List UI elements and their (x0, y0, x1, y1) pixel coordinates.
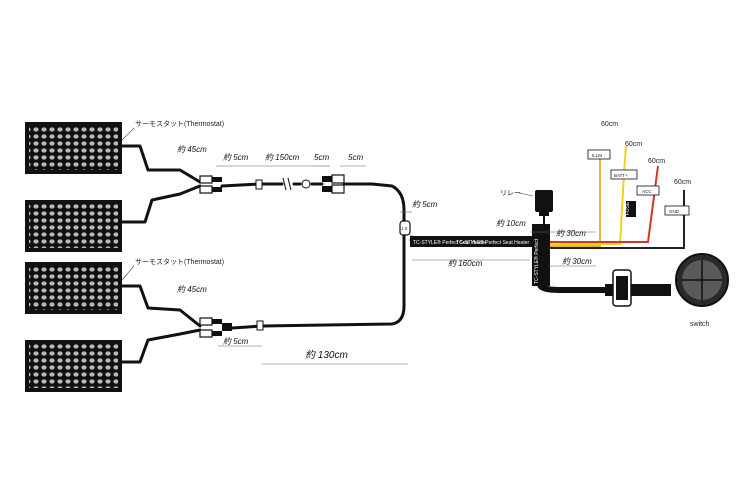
junction-upper (301, 179, 311, 189)
cable-tag-upper (255, 179, 263, 190)
len-bottom-45: 約 45cm (177, 285, 207, 294)
acc-length: 60cm (648, 158, 665, 165)
illm-length: 60cm (601, 121, 618, 128)
svg-text:GND: GND (669, 209, 680, 214)
connector-upper-1 (199, 175, 222, 194)
len-switch-30: 約 30cm (562, 257, 592, 266)
svg-text:ACC: ACC (642, 189, 652, 194)
len-relay-30: 約 30cm (556, 229, 586, 238)
svg-text:BATT+: BATT+ (614, 173, 628, 178)
len-mid-5: 約 5cm (412, 200, 438, 209)
dimension-lines (216, 165, 596, 365)
len-top-5c: 5cm (348, 153, 363, 162)
relay-label: リレー (500, 190, 521, 197)
upper-cable-group (120, 144, 406, 228)
len-top-45: 約 45cm (177, 145, 207, 154)
svg-text:ILLM: ILLM (592, 153, 602, 158)
harness-text-2: TC-STYLE® Perfect Seat Heater (456, 239, 529, 246)
harness-sleeve (410, 236, 540, 247)
wire-tags: ILLM BATT+ ACC GND FUSE (587, 149, 690, 217)
relay (535, 190, 553, 226)
relay-harness-block (532, 224, 550, 286)
len-top-150: 約 150cm (265, 153, 300, 162)
heater-pad-2 (25, 200, 122, 252)
connector-lower (199, 317, 232, 338)
heater-pad-1 (25, 122, 122, 174)
svg-text:FUSE: FUSE (625, 201, 631, 215)
connector-upper-2 (322, 174, 345, 194)
thermostat-label-top: サーモスタット(Thermostat) (135, 119, 224, 128)
heater-pad-3 (25, 262, 122, 314)
heater-pad-4 (25, 340, 122, 392)
svg-text:TC-STYLE® Perfect: TC-STYLE® Perfect (533, 238, 540, 284)
junction-main: J.S (399, 220, 411, 236)
batt-length: 60cm (625, 141, 642, 148)
thermostat-label-bottom: サーモスタット(Thermostat) (135, 257, 224, 266)
len-top-5b: 5cm (314, 153, 329, 162)
gnd-length: 60cm (674, 179, 691, 186)
svg-text:J.S: J.S (401, 226, 408, 231)
switch-connector (605, 269, 671, 307)
switch-cable (537, 283, 605, 293)
len-bottom-130: 約 130cm (305, 349, 348, 361)
harness-text-1: TC-STYLE® Perfect Seat Heater (413, 239, 486, 246)
len-top-5a: 約 5cm (223, 153, 249, 162)
switch-icon (675, 253, 729, 307)
len-relay-10: 約 10cm (496, 219, 526, 228)
switch-label: switch (690, 321, 710, 328)
len-mid-160: 約 160cm (448, 259, 483, 268)
lower-cable-group (120, 230, 406, 364)
cable-tag-lower (256, 320, 264, 331)
len-bottom-5: 約 5cm (223, 337, 249, 346)
